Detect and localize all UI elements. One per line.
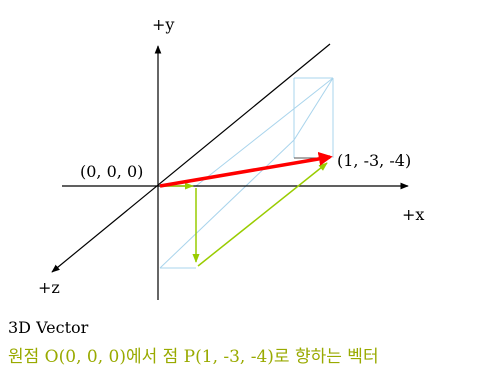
z-component-vector [197,162,328,267]
bounding-box [159,77,334,269]
resultant-vector [159,151,333,188]
caption-description: 원점 O(0, 0, 0)에서 점 P(1, -3, -4)로 향하는 벡터 [8,347,379,367]
component-vectors [160,162,328,267]
z-axis [51,43,331,273]
box-edge [293,77,334,141]
z-axis-label: +z [38,278,60,297]
box-edge [195,77,334,187]
axes [51,43,409,300]
origin-label: (0, 0, 0) [80,162,143,181]
y-axis-label: +y [152,15,174,34]
caption-title: 3D Vector [8,318,89,337]
target-label: (1, -3, -4) [337,151,411,170]
box-edge [159,139,295,269]
x-axis-label: +x [402,205,424,224]
